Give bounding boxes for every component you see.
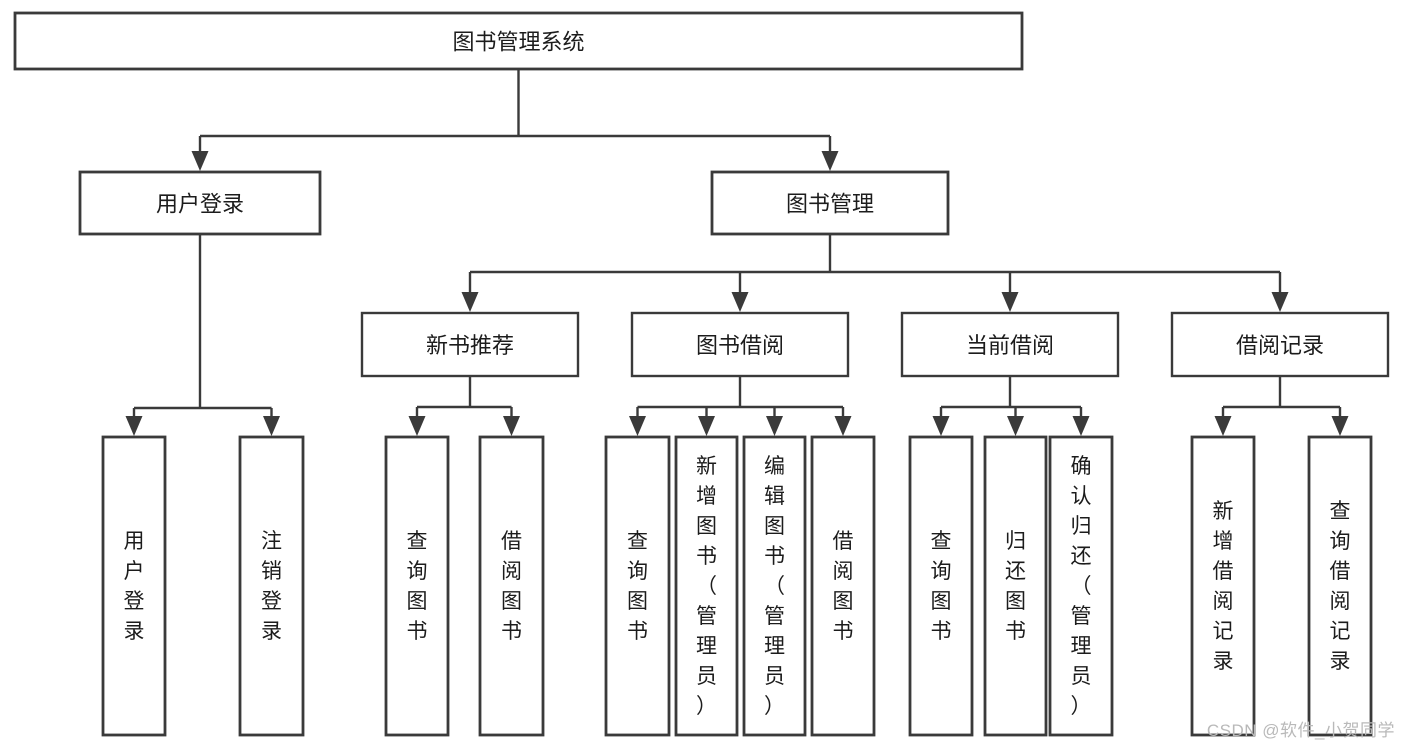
arrow-head-icon xyxy=(1072,416,1090,436)
node-label: 用户登录 xyxy=(156,192,244,217)
node-box[interactable] xyxy=(1190,435,1256,737)
arrow-head-icon xyxy=(408,416,426,436)
node-label: 用户登录 xyxy=(124,530,145,643)
node-book-manage[interactable]: 图书管理 xyxy=(710,170,950,236)
node-label: 归还图书 xyxy=(1005,530,1026,643)
node-label: 新增借阅记录 xyxy=(1213,500,1234,673)
node-label: 借阅图书 xyxy=(833,530,854,643)
arrow-head-icon xyxy=(461,292,479,312)
node-box[interactable] xyxy=(674,435,739,737)
node-label: 图书管理 xyxy=(786,192,874,217)
arrow-head-icon xyxy=(503,416,520,436)
node-book-borrow[interactable]: 图书借阅 xyxy=(630,311,850,378)
node-label: 查询图书 xyxy=(407,530,428,643)
node-leaf-add-book[interactable]: 新增图书（管理员） xyxy=(674,435,739,737)
node-label: 新书推荐 xyxy=(426,333,514,358)
arrow-head-icon xyxy=(1007,416,1024,436)
node-box[interactable] xyxy=(360,311,580,378)
connector-layer xyxy=(125,69,1349,436)
node-leaf-edit-book[interactable]: 编辑图书（管理员） xyxy=(742,435,807,737)
node-box[interactable] xyxy=(908,435,974,737)
arrow-head-icon xyxy=(766,416,783,436)
node-leaf-query-record[interactable]: 查询借阅记录 xyxy=(1307,435,1373,737)
edge-group-borrow-record xyxy=(1214,376,1349,436)
node-leaf-add-record[interactable]: 新增借阅记录 xyxy=(1190,435,1256,737)
node-box[interactable] xyxy=(1170,311,1390,378)
node-box[interactable] xyxy=(101,435,167,737)
arrow-head-icon xyxy=(731,292,749,312)
edge-group-user-login xyxy=(125,234,280,436)
arrow-head-icon xyxy=(1331,416,1349,436)
node-box[interactable] xyxy=(78,170,322,236)
node-label: 借阅记录 xyxy=(1236,333,1324,358)
node-box[interactable] xyxy=(810,435,876,737)
edge-group-book-manage xyxy=(461,234,1289,312)
arrow-head-icon xyxy=(1001,292,1019,312)
edge-group-book-borrow xyxy=(629,376,852,436)
node-label: 查询图书 xyxy=(931,530,952,643)
node-layer: 图书管理系统用户登录图书管理新书推荐图书借阅当前借阅借阅记录用户登录注销登录查询… xyxy=(13,11,1390,737)
node-leaf-query-book-1[interactable]: 查询图书 xyxy=(384,435,450,737)
arrow-head-icon xyxy=(698,416,715,436)
arrow-head-icon xyxy=(821,151,839,171)
arrow-head-icon xyxy=(263,416,280,436)
node-label: 新增图书（管理员） xyxy=(696,455,717,718)
arrow-head-icon xyxy=(629,416,646,436)
node-label: 当前借阅 xyxy=(966,333,1054,358)
edge-group-new-book-rec xyxy=(408,376,520,436)
node-box[interactable] xyxy=(630,311,850,378)
node-label: 确认归还（管理员） xyxy=(1071,455,1092,718)
node-box[interactable] xyxy=(1307,435,1373,737)
node-leaf-confirm-return[interactable]: 确认归还（管理员） xyxy=(1048,435,1114,737)
arrow-head-icon xyxy=(125,416,143,436)
node-leaf-return-book[interactable]: 归还图书 xyxy=(983,435,1048,737)
node-current-borrow[interactable]: 当前借阅 xyxy=(900,311,1120,378)
arrow-head-icon xyxy=(1271,292,1289,312)
node-borrow-record[interactable]: 借阅记录 xyxy=(1170,311,1390,378)
node-box[interactable] xyxy=(238,435,305,737)
arrow-head-icon xyxy=(1214,416,1232,436)
node-leaf-query-book-3[interactable]: 查询图书 xyxy=(908,435,974,737)
arrow-head-icon xyxy=(191,151,209,171)
node-label: 查询图书 xyxy=(627,530,648,643)
node-new-book-rec[interactable]: 新书推荐 xyxy=(360,311,580,378)
node-label: 借阅图书 xyxy=(501,530,522,643)
node-box[interactable] xyxy=(478,435,545,737)
node-label: 图书借阅 xyxy=(696,333,784,358)
node-box[interactable] xyxy=(604,435,671,737)
node-box[interactable] xyxy=(384,435,450,737)
node-box[interactable] xyxy=(1048,435,1114,737)
node-label: 编辑图书（管理员） xyxy=(764,455,785,718)
edge-group-root xyxy=(191,69,839,171)
node-leaf-borrow-book-1[interactable]: 借阅图书 xyxy=(478,435,545,737)
node-box[interactable] xyxy=(900,311,1120,378)
edge-group-current-borrow xyxy=(932,376,1090,436)
node-box[interactable] xyxy=(742,435,807,737)
node-leaf-user-login[interactable]: 用户登录 xyxy=(101,435,167,737)
node-box[interactable] xyxy=(13,11,1024,71)
arrow-head-icon xyxy=(834,416,852,436)
node-leaf-borrow-book-2[interactable]: 借阅图书 xyxy=(810,435,876,737)
node-box[interactable] xyxy=(983,435,1048,737)
arrow-head-icon xyxy=(932,416,950,436)
node-leaf-query-book-2[interactable]: 查询图书 xyxy=(604,435,671,737)
node-user-login[interactable]: 用户登录 xyxy=(78,170,322,236)
node-box[interactable] xyxy=(710,170,950,236)
node-leaf-logout[interactable]: 注销登录 xyxy=(238,435,305,737)
node-root[interactable]: 图书管理系统 xyxy=(13,11,1024,71)
node-label: 查询借阅记录 xyxy=(1330,500,1351,673)
node-label: 图书管理系统 xyxy=(452,30,584,55)
node-label: 注销登录 xyxy=(261,530,282,643)
